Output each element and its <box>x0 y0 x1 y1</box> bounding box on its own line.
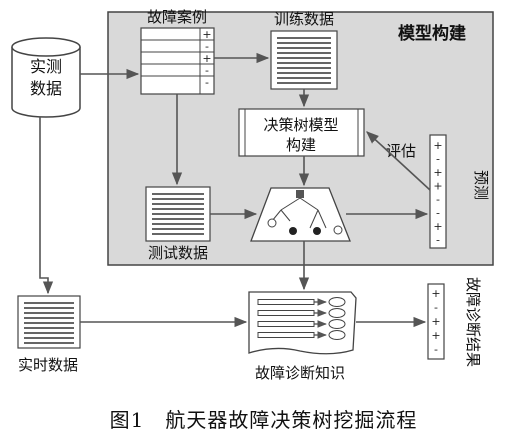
knowledge-rule-outcome <box>328 319 346 329</box>
knowledge-rule-outcome <box>328 308 346 318</box>
diagnosis-result-mark: + <box>431 287 440 300</box>
prediction-bar <box>429 134 447 249</box>
test-data-label: 测试数据 <box>148 244 208 262</box>
fault-case-mark: - <box>205 76 209 89</box>
prediction-mark: + <box>433 139 442 152</box>
diagnosis-result-label: 故障诊断结果 <box>464 277 482 367</box>
fault-case-mark: + <box>202 28 211 41</box>
fault-case-table <box>140 27 215 95</box>
prediction-mark: + <box>433 166 442 179</box>
knowledge-rule-bar <box>257 321 315 327</box>
knowledge-rule-bar <box>257 310 315 316</box>
arrow-predict-to-build <box>366 131 431 191</box>
diagnosis-result-mark: - <box>434 301 438 314</box>
evaluate-label: 评估 <box>386 142 416 160</box>
prediction-mark: - <box>436 234 440 247</box>
tree-model-node <box>250 187 351 242</box>
fault-case-mark: - <box>205 40 209 53</box>
connectors <box>39 52 431 328</box>
prediction-marks: +-++--+- <box>433 139 442 247</box>
prediction-mark: - <box>436 193 440 206</box>
figure-caption: 图1 航天器故障决策树挖掘流程 <box>109 408 418 432</box>
training-data-label: 训练数据 <box>274 10 334 28</box>
arrow-measured-to-realtime <box>39 117 54 295</box>
knowledge-rule-outcome <box>328 330 346 340</box>
training-data-doc <box>270 30 338 90</box>
knowledge-rule-outcome <box>328 297 346 307</box>
diagnosis-result-mark: - <box>434 343 438 356</box>
diagnosis-result-mark: + <box>431 329 440 342</box>
fault-case-marks: +-+-- <box>202 28 211 89</box>
knowledge-rule-bar <box>257 299 315 305</box>
prediction-mark: - <box>436 153 440 166</box>
diagnosis-result-marks: +-++- <box>431 287 440 356</box>
realtime-data-doc <box>17 295 81 349</box>
measured-data-cylinder <box>11 37 81 118</box>
fault-case-mark: + <box>202 52 211 65</box>
frame-title: 模型构建 <box>398 23 466 44</box>
diagnosis-result-mark: + <box>431 315 440 328</box>
fault-knowledge-doc <box>248 291 357 355</box>
predict-label: 预测 <box>472 170 490 200</box>
fault-case-mark: - <box>205 64 209 77</box>
realtime-data-label: 实时数据 <box>18 356 78 374</box>
knowledge-rule-bar <box>257 332 315 338</box>
decision-tree-build-label: 决策树模型构建 <box>263 116 338 154</box>
prediction-mark: + <box>433 180 442 193</box>
label-line: 实测 <box>30 57 62 76</box>
fault-cases-label: 故障案例 <box>147 8 207 26</box>
decision-tree-build-box <box>238 108 365 157</box>
label-line: 数据 <box>30 79 62 98</box>
prediction-mark: - <box>436 207 440 220</box>
measured-data-label: 实测数据 <box>30 57 62 98</box>
prediction-mark: + <box>433 220 442 233</box>
label-line: 决策树模型 <box>263 116 338 134</box>
test-data-doc <box>145 186 211 242</box>
diagnosis-result-bar <box>427 283 445 360</box>
label-line: 构建 <box>286 136 316 154</box>
fault-knowledge-label: 故障诊断知识 <box>255 364 345 382</box>
